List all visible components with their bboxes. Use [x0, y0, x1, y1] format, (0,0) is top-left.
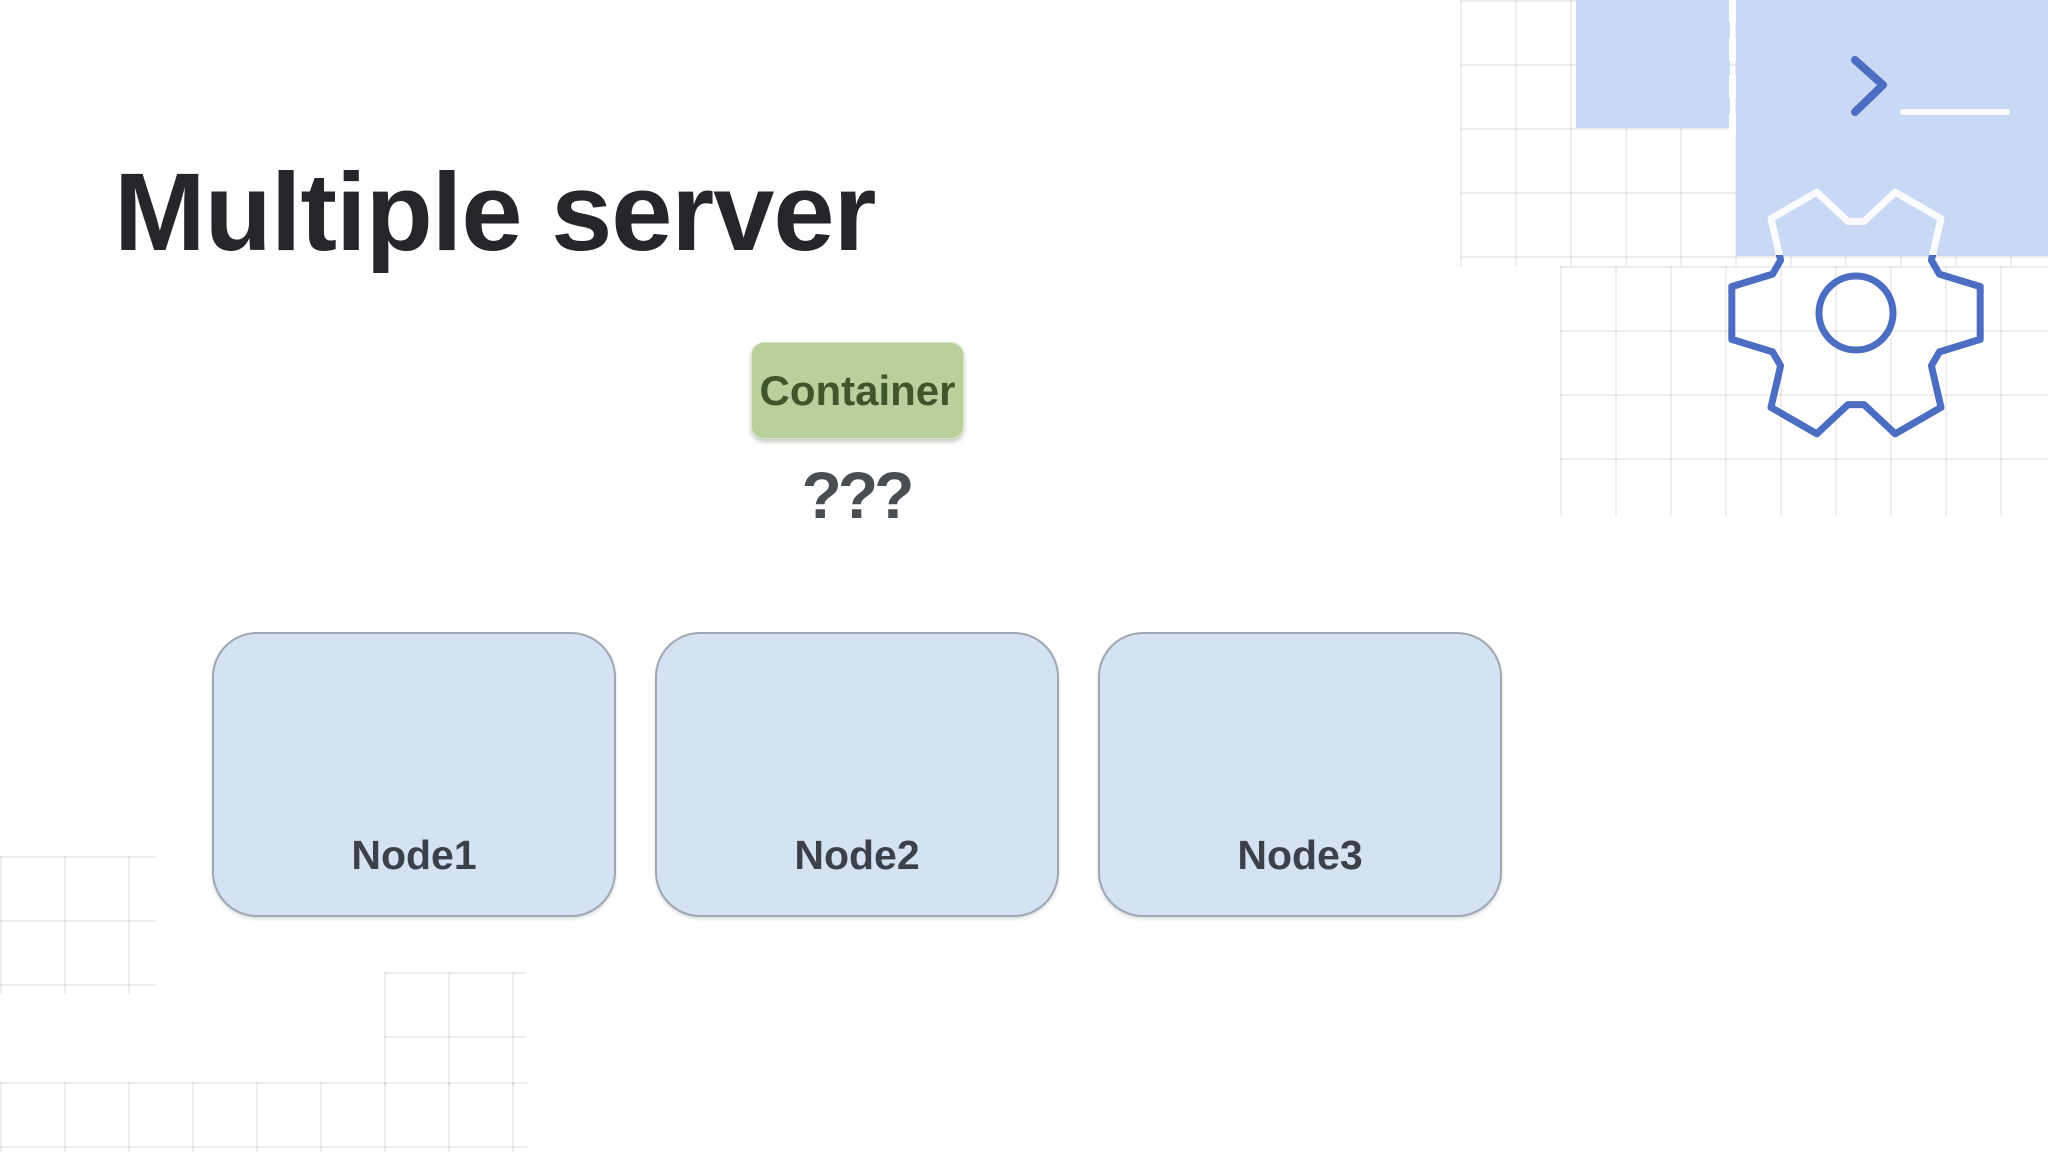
node-label: Node3 — [1237, 832, 1363, 878]
node-box: Node3 — [1098, 632, 1502, 917]
node-box: Node2 — [655, 632, 1059, 917]
terminal-prompt-icon — [1851, 56, 2010, 116]
node-label: Node2 — [794, 832, 920, 878]
container-box: Container — [751, 342, 964, 439]
node-box: Node1 — [212, 632, 616, 917]
grid-pattern-bottom-edge — [0, 1082, 528, 1152]
dashed-divider — [1729, 0, 1736, 146]
container-label: Container — [759, 366, 956, 414]
accent-rectangle — [1736, 0, 2048, 256]
node-label: Node1 — [351, 832, 477, 878]
question-marks: ??? — [801, 458, 915, 532]
grid-pattern-bottom-left-mid — [384, 972, 526, 1086]
accent-square — [1576, 0, 1730, 128]
grid-pattern-bottom-left-upper — [0, 856, 156, 994]
grid-pattern-top-right-lower — [1560, 266, 2048, 516]
page-title: Multiple server — [114, 150, 876, 274]
